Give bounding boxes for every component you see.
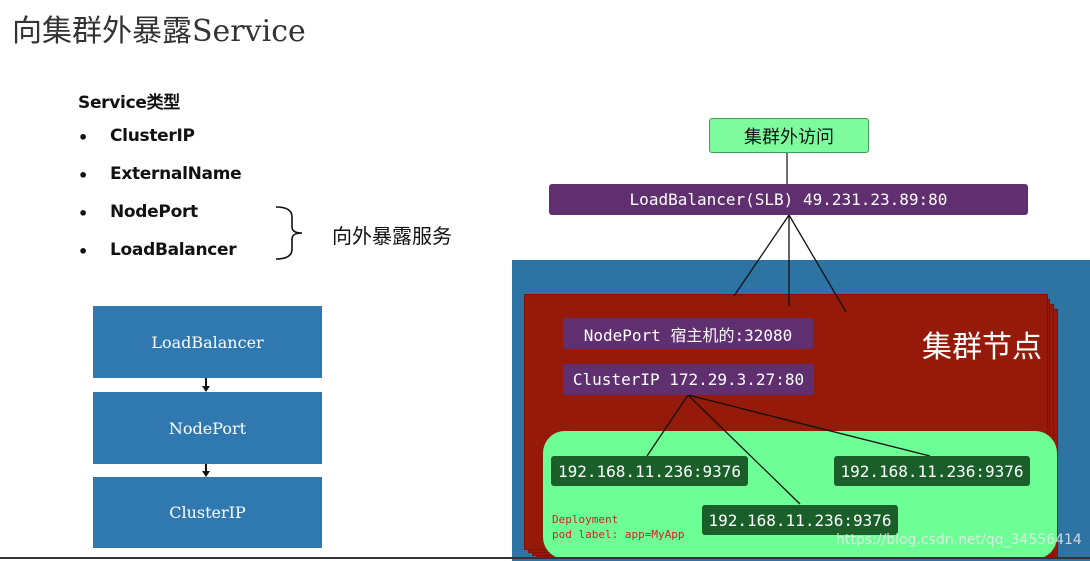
pod-area — [543, 431, 1057, 559]
cluster-node-title: 集群节点 — [922, 330, 1042, 365]
flow-clusterip: ClusterIP — [93, 477, 322, 548]
curly-brace-icon — [275, 206, 303, 260]
pod-endpoint: 192.168.11.236:9376 — [551, 456, 748, 486]
type-clusterip: ClusterIP — [110, 126, 195, 146]
watermark: https://blog.csdn.net/qq_34556414 — [836, 532, 1082, 548]
service-types-heading: Service类型 — [78, 93, 180, 113]
loadbalancer-service: LoadBalancer(SLB) 49.231.23.89:80 — [549, 184, 1028, 215]
bullet-icon: • — [78, 204, 89, 223]
bullet-icon: • — [78, 166, 89, 185]
bullet-icon: • — [78, 128, 89, 147]
type-nodeport: NodePort — [110, 202, 198, 222]
down-arrow-icon — [202, 378, 210, 392]
clusterip-service: ClusterIP 172.29.3.27:80 — [563, 364, 814, 395]
expose-label: 向外暴露服务 — [332, 224, 452, 248]
type-loadbalancer: LoadBalancer — [110, 240, 237, 260]
bottom-divider — [0, 557, 1090, 559]
page-title: 向集群外暴露Service — [12, 14, 306, 49]
flow-loadbalancer: LoadBalancer — [93, 306, 322, 378]
pod-endpoint: 192.168.11.236:9376 — [834, 456, 1030, 486]
bullet-icon: • — [78, 242, 89, 261]
pod-label: pod label: app=MyApp — [552, 528, 685, 541]
deployment-name: Deployment — [552, 513, 619, 526]
flow-nodeport: NodePort — [93, 392, 322, 464]
nodeport-service: NodePort 宿主机的:32080 — [563, 318, 813, 349]
type-externalname: ExternalName — [110, 164, 242, 184]
pod-endpoint: 192.168.11.236:9376 — [702, 505, 898, 535]
down-arrow-icon — [202, 464, 210, 477]
external-access-box: 集群外访问 — [709, 118, 869, 153]
deployment-label: Deployment pod label: app=MyApp — [552, 512, 684, 542]
